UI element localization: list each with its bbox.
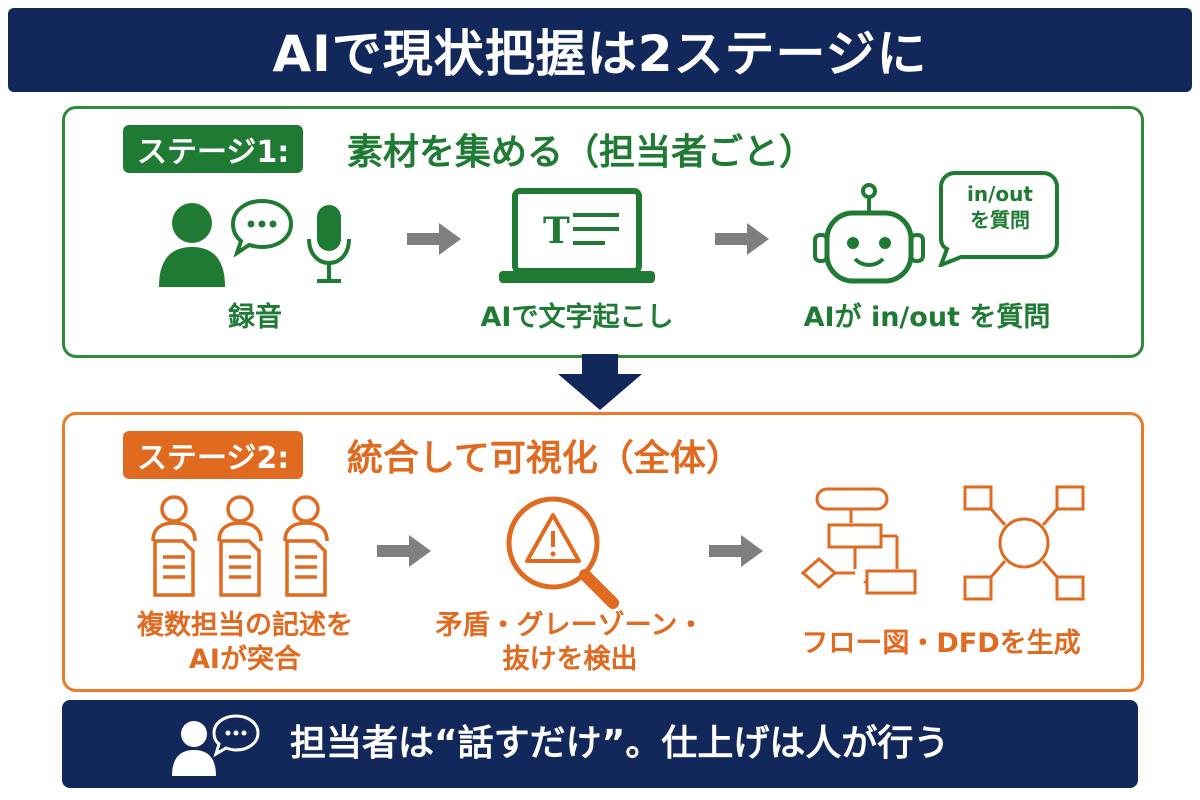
stage2-badge: ステージ2: [123, 431, 304, 479]
speech-bubble-icon [230, 198, 294, 257]
footer-text: 担当者は“話すだけ”。仕上げは人が行う [290, 723, 950, 764]
stage1-heading: 素材を集める（担当者ごと） [347, 132, 816, 173]
down-arrow-icon [558, 354, 642, 410]
arrow-right-icon [715, 223, 769, 255]
step-line: フロー図・DFDを生成 [801, 628, 1081, 659]
stage2-heading: 統合して可視化（全体） [347, 438, 742, 479]
flowchart-icon [801, 487, 917, 595]
step-label: AIが in/out を質問 [803, 302, 1051, 333]
step-label: 矛盾・グレーゾーン・ 抜けを検出 [425, 609, 715, 677]
bubble-line1: in/out [967, 182, 1033, 206]
step-line: 矛盾・グレーゾーン・ [435, 610, 705, 641]
stage1-panel: ステージ1: 素材を集める（担当者ごと） T [62, 106, 1144, 358]
step-label: 複数担当の記述を AIが突合 [115, 609, 375, 677]
step-line: 抜けを検出 [502, 644, 638, 675]
bubble-text: in/out を質問 [945, 181, 1055, 233]
magnifier-warning-icon [506, 496, 619, 609]
bubble-line2: を質問 [970, 208, 1030, 232]
person-icon [159, 203, 225, 287]
page-title: AIで現状把握は2ステージに [272, 25, 928, 83]
question-bubble-icon [938, 171, 1059, 267]
person-speech-icon [172, 714, 260, 776]
document-person-icon [151, 495, 329, 597]
footer-bar: 担当者は“話すだけ”。仕上げは人が行う [62, 700, 1138, 788]
laptop-icon: T [499, 188, 655, 283]
stage2-panel: ステージ2: 統合して可視化（全体） [62, 412, 1144, 692]
arrow-right-icon [709, 535, 763, 567]
robot-icon [813, 183, 925, 284]
svg-text:T: T [543, 210, 570, 252]
step-label: AIで文字起こし [480, 302, 674, 333]
title-bar: AIで現状把握は2ステージに [8, 8, 1192, 92]
step-line: AIが突合 [189, 644, 301, 675]
arrow-right-icon [377, 535, 431, 567]
step-line: 複数担当の記述を [137, 610, 353, 641]
dfd-icon [963, 485, 1085, 601]
step-label: 録音 [228, 302, 282, 333]
stage1-badge: ステージ1: [123, 125, 304, 173]
microphone-icon [307, 205, 351, 283]
step-label: フロー図・DFDを生成 [781, 627, 1101, 661]
arrow-right-icon [407, 223, 461, 255]
